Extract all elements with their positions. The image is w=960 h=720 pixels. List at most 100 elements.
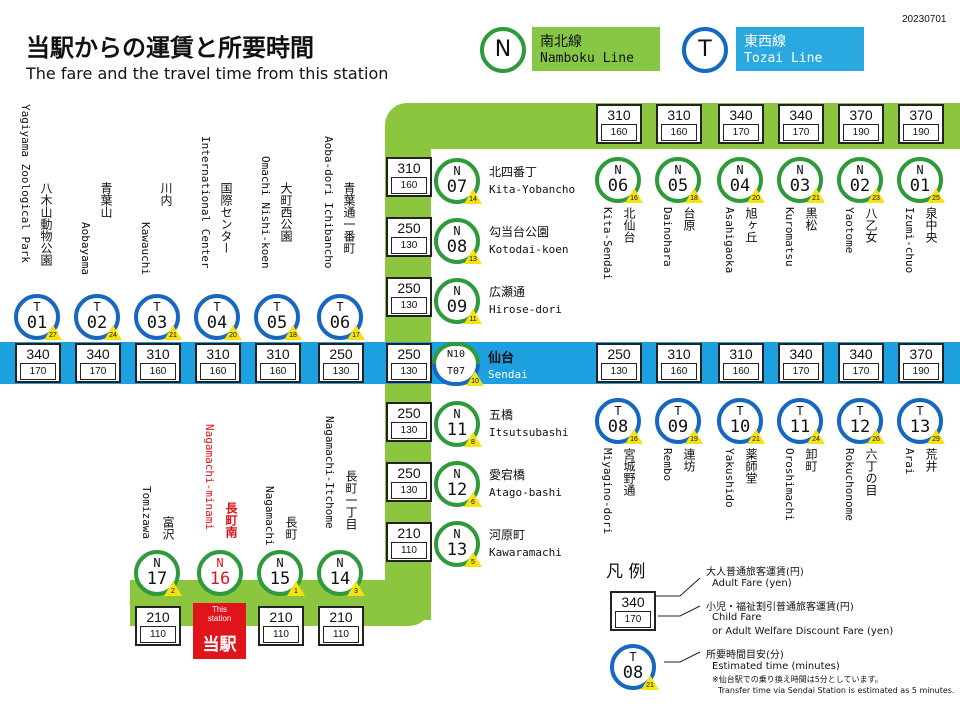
station-line-letter: T	[33, 300, 41, 314]
fare-child: 130	[391, 297, 427, 314]
fare-adult: 250	[397, 346, 421, 362]
station-name-en: Asahigaoka	[723, 207, 736, 274]
time-triangle	[867, 429, 885, 444]
fare-adult: 340	[789, 346, 813, 362]
date-stamp: 20230701	[902, 14, 947, 25]
station-line-letter: T	[93, 300, 101, 314]
fare-adult: 370	[909, 107, 933, 123]
station-name-en: Nagamachi-Itchome	[323, 416, 336, 529]
key-sample-code: 08	[622, 663, 644, 683]
fare-child: 190	[843, 124, 879, 141]
fare-child: 110	[323, 626, 359, 643]
station-line-letter: N	[453, 224, 461, 238]
namboku-legend-jp: 南北線	[540, 34, 582, 50]
time-value: 24	[812, 436, 820, 443]
station-line-letter: N	[216, 556, 224, 570]
time-triangle	[747, 429, 765, 444]
key-time-value: 21	[646, 682, 654, 689]
station-code: 04	[729, 176, 751, 196]
station-code: 03	[789, 176, 811, 196]
station-line-letter: N	[276, 556, 284, 570]
station-code: 14	[329, 569, 351, 589]
time-triangle	[807, 429, 825, 444]
fare-child: 160	[723, 363, 759, 380]
time-triangle	[164, 581, 182, 596]
station-code: 03	[146, 313, 168, 333]
station-code: 01	[909, 176, 931, 196]
key-child-en1: Child Fare	[712, 612, 762, 623]
time-triangle	[464, 189, 482, 204]
station-name-jp: 旭ヶ丘	[744, 207, 758, 243]
time-value: 16	[630, 436, 638, 443]
fare-adult: 250	[397, 465, 421, 481]
station-code: 05	[266, 313, 288, 333]
station-code: 01	[26, 313, 48, 333]
fare-adult: 210	[397, 525, 421, 541]
fare-adult: 210	[269, 609, 293, 625]
fare-child: 110	[391, 542, 427, 559]
time-triangle	[104, 325, 122, 340]
fare-child: 130	[391, 363, 427, 380]
time-value: 29	[932, 436, 940, 443]
key-time-triangle	[641, 675, 659, 690]
time-value: 20	[229, 332, 237, 339]
station-line-letter: N	[453, 284, 461, 298]
station-name-en: Miyagino-dori	[601, 448, 614, 535]
station-name-en: Dainohara	[661, 207, 674, 267]
time-value: 16	[630, 195, 638, 202]
fare-adult: 340	[729, 107, 753, 123]
time-value: 6	[471, 499, 475, 506]
tozai-legend-circle: T	[682, 27, 728, 73]
station-code: 05	[667, 176, 689, 196]
key-adult-jp: 大人普通旅客運賃(円)	[706, 567, 804, 578]
station-line-letter: N	[153, 556, 161, 570]
namboku-legend-circle: N	[480, 27, 526, 73]
station-line-letter: N	[336, 556, 344, 570]
fare-adult: 250	[397, 280, 421, 296]
time-value: 27	[49, 332, 57, 339]
time-value: 23	[872, 195, 880, 202]
station-line-letter: N	[856, 163, 864, 177]
key-transfer-jp: ※仙台駅での乗り換え時間は5分としています。	[712, 675, 883, 684]
fare-child: 160	[601, 124, 637, 141]
time-triangle	[464, 249, 482, 264]
station-code: 13	[909, 417, 931, 437]
station-line-letter: N	[453, 467, 461, 481]
station-code: 17	[146, 569, 168, 589]
station-name-en: Kawaramachi	[489, 546, 562, 559]
station-name-en: Atago-bashi	[489, 486, 562, 499]
station-name-en: Yagiyama Zoological Park	[19, 104, 32, 263]
station-code: 12	[849, 417, 871, 437]
key-time-jp: 所要時間目安(分)	[706, 650, 784, 661]
tozai-legend-en: Tozai Line	[744, 51, 823, 66]
fare-child: 160	[140, 363, 176, 380]
station-code: 11	[789, 417, 811, 437]
fare-child: 130	[391, 237, 427, 254]
time-value: 18	[690, 195, 698, 202]
fare-adult: 310	[729, 346, 753, 362]
this-station-en: This station	[207, 605, 232, 623]
page-title: 当駅からの運賃と所要時間	[26, 34, 314, 62]
